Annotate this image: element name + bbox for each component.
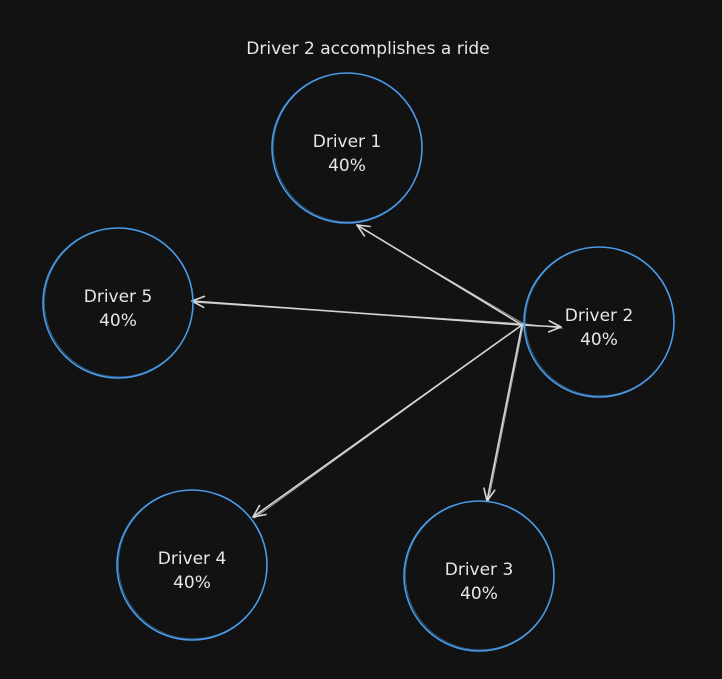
node-driver-4: Driver 4 40%	[116, 489, 268, 641]
nodes-layer: Driver 140%Driver 240%Driver 340%Driver …	[42, 72, 675, 652]
arrow-head-icon	[252, 504, 267, 518]
node-name: Driver 1	[313, 132, 382, 152]
arrow-driver-2-to-driver-1	[356, 224, 524, 326]
arrow-head-icon	[356, 224, 371, 237]
arrow-shaft-sketch	[523, 323, 563, 329]
node-name: Driver 5	[84, 287, 153, 307]
node-circle-sketch	[272, 72, 423, 223]
node-name: Driver 3	[445, 560, 514, 580]
node-name: Driver 4	[158, 549, 227, 569]
arrow-shaft-sketch	[192, 301, 524, 325]
diagram-title: Driver 2 accomplishes a ride	[246, 39, 489, 59]
arrow-shaft	[486, 324, 523, 502]
node-share: 40%	[580, 330, 618, 350]
arrow-shaft-sketch	[253, 323, 524, 519]
arrow-shaft-sketch	[487, 323, 524, 503]
arrow-shaft-sketch	[357, 225, 524, 325]
arrow-head-icon	[191, 295, 206, 309]
edges-layer	[191, 224, 563, 519]
node-circle-sketch	[524, 246, 675, 397]
node-driver-1: Driver 1 40%	[271, 72, 423, 224]
node-circle-sketch	[118, 489, 268, 640]
node-driver-5: Driver 5 40%	[42, 227, 194, 379]
arrow-head-icon	[547, 320, 562, 333]
node-share: 40%	[328, 156, 366, 176]
node-driver-3: Driver 3 40%	[403, 500, 555, 652]
arrow-driver-2-to-driver-2	[521, 320, 563, 333]
arrow-driver-2-to-driver-3	[483, 323, 524, 503]
node-circle-sketch	[404, 500, 555, 651]
node-share: 40%	[99, 311, 137, 331]
node-circle-sketch	[44, 227, 194, 378]
node-name: Driver 2	[565, 306, 634, 326]
arrow-driver-2-to-driver-4	[252, 323, 524, 519]
arrow-driver-2-to-driver-5	[191, 295, 524, 326]
node-share: 40%	[173, 573, 211, 593]
node-share: 40%	[460, 584, 498, 604]
node-driver-2: Driver 2 40%	[523, 246, 675, 398]
